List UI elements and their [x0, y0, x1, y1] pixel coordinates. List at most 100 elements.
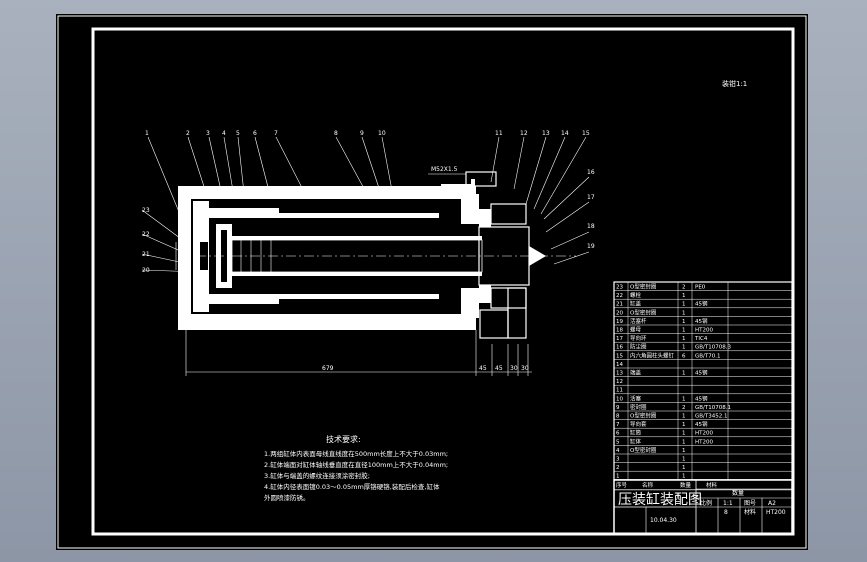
tech-req-line: 外圆喷漆防锈。 [264, 493, 310, 502]
parts-list-note: HT200 [695, 439, 713, 445]
parts-list-note: 45钢 [695, 420, 708, 428]
part-label: 3 [206, 130, 210, 137]
title-block-drawing-no-label: 图号 [744, 500, 756, 507]
parts-list-no: 20 [616, 310, 623, 316]
cylinder-section [178, 171, 576, 339]
part-label: 6 [253, 130, 257, 137]
part-label: 21 [142, 251, 150, 258]
scale-note: 装钳1:1 [722, 79, 747, 88]
parts-list-qty: 6 [682, 353, 686, 359]
parts-list-name: 缸盖 [630, 300, 642, 308]
parts-list-no: 17 [616, 336, 623, 342]
dimension-lines [175, 173, 532, 376]
part-label: 5 [236, 130, 240, 137]
parts-list-qty: 1 [682, 319, 686, 325]
part-label: 11 [495, 130, 503, 137]
part-label: 20 [142, 267, 150, 274]
parts-list-row: 17 导向环 1 TIC4 [616, 334, 708, 342]
parts-list-no: 3 [616, 457, 620, 463]
parts-list-name: 导向环 [630, 334, 647, 342]
parts-list-no: 9 [616, 405, 620, 411]
parts-list-no: 12 [616, 379, 623, 385]
part-label: 8 [334, 130, 338, 137]
parts-list-name: O型密封圈 [630, 308, 657, 316]
part-label: 22 [142, 231, 150, 238]
parts-list-qty: 1 [682, 310, 686, 316]
part-label: 16 [587, 169, 595, 176]
parts-list-header: 序号 名称 数量 材料 [613, 479, 793, 491]
parts-list-no: 8 [616, 414, 620, 420]
title-block-date: 10.04.30 [650, 517, 677, 524]
title-block-count: 8 [724, 509, 728, 516]
assembly-drawing: 装钳1:1 1 2 3 4 5 6 7 8 9 10 [57, 15, 807, 549]
parts-list-no: 19 [616, 319, 623, 325]
title-block-material-label: 材料 [744, 508, 756, 516]
parts-list-no: 4 [616, 448, 620, 454]
parts-list-qty: 1 [682, 457, 686, 463]
cad-viewport[interactable]: 装钳1:1 1 2 3 4 5 6 7 8 9 10 [56, 14, 808, 550]
parts-list-qty: 1 [682, 465, 686, 471]
parts-list-no: 10 [616, 396, 623, 402]
tech-req-line: 2.缸体端面对缸体轴线垂直度在直径100mm上不大于0.04mm; [264, 460, 448, 469]
parts-list-no: 2 [616, 465, 620, 471]
parts-list-name: 螺母 [630, 326, 642, 334]
tech-req-title: 技术要求: [326, 434, 361, 444]
parts-list-no: 18 [616, 328, 623, 334]
parts-list-note: HT200 [695, 431, 713, 437]
technical-requirements: 技术要求: 1.两组缸体内表面母线直线度在500mm长度上不大于0.03mm; … [264, 434, 448, 502]
title-block-scale-label: 比例 [700, 499, 712, 507]
parts-list-qty: 1 [682, 474, 686, 480]
parts-list-qty: 1 [682, 336, 686, 342]
parts-list-note: HT200 [695, 328, 713, 334]
part-label: 2 [186, 130, 190, 137]
parts-list-name: 密封圈 [630, 403, 647, 411]
parts-list-note: GB/T3452.1 [695, 414, 728, 420]
parts-header-qty: 数量 [680, 481, 692, 489]
parts-list-name: 内六角圆柱头螺钉 [630, 351, 675, 359]
parts-header-no: 序号 [616, 481, 628, 489]
parts-list-note: GB/T10708.1 [695, 405, 731, 411]
parts-list-name: O型密封圈 [630, 446, 657, 454]
parts-header-name: 名称 [642, 481, 654, 489]
parts-list-no: 14 [616, 362, 623, 368]
parts-list-no: 1 [616, 474, 620, 480]
dim-30: 30 [510, 365, 518, 372]
parts-list-qty: 1 [682, 396, 686, 402]
parts-list-name: 缸体 [630, 437, 642, 445]
parts-list-note: 45钢 [695, 394, 708, 402]
parts-list-note: GB/T70.1 [695, 353, 721, 359]
parts-list-name: 防尘圈 [630, 343, 647, 351]
dim-45: 45 [479, 365, 487, 372]
tech-req-line: 1.两组缸体内表面母线直线度在500mm长度上不大于0.03mm; [264, 449, 448, 458]
parts-list-row: 11 [616, 388, 623, 394]
parts-list-note: PE0 [695, 285, 706, 291]
parts-list-no: 22 [616, 293, 623, 299]
parts-list-note: 45钢 [695, 300, 708, 308]
dimension-texts: 679 45 45 30 30 M52X1.5 φ270 [178, 166, 529, 372]
part-label: 1 [145, 130, 149, 137]
parts-list-no: 15 [616, 353, 623, 359]
part-label: 4 [222, 130, 226, 137]
parts-list-no: 21 [616, 302, 623, 308]
title-block-sheet: A2 [768, 500, 776, 507]
dim-overall-length: 679 [322, 365, 334, 372]
dim-30b: 30 [521, 365, 529, 372]
parts-list-no: 11 [616, 388, 623, 394]
parts-list-name: 活塞杆 [630, 317, 647, 325]
part-label: 17 [587, 194, 595, 201]
parts-list-qty: 1 [682, 371, 686, 377]
parts-list-name: 端盖 [630, 369, 642, 377]
parts-list-note: TIC4 [694, 336, 708, 342]
parts-list-name: 导向套 [630, 420, 647, 428]
parts-header-note: 材料 [706, 481, 718, 489]
